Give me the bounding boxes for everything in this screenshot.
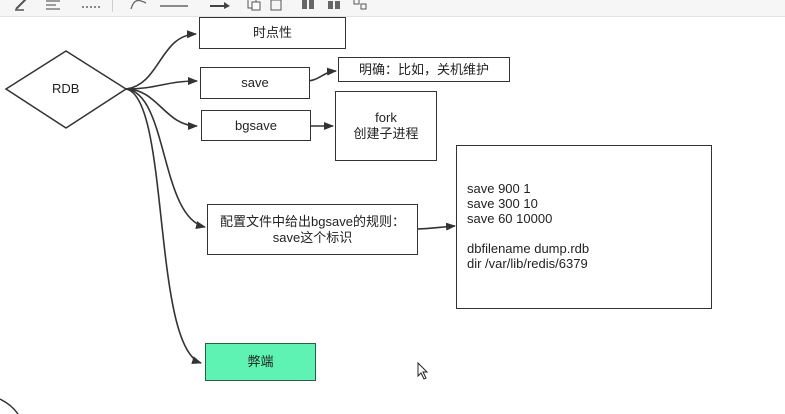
pen-icon[interactable] [14, 0, 30, 11]
dots-icon[interactable] [80, 0, 102, 11]
config-line: save 300 10 [467, 196, 538, 211]
config-line: dir /var/lib/redis/6379 [467, 256, 588, 271]
config-line: save 60 10000 [467, 211, 553, 226]
config-line: save 900 1 [467, 181, 531, 196]
node-fork-label: fork 创建子进程 [353, 110, 419, 141]
node-point-in-time[interactable]: 时点性 [199, 17, 346, 49]
node-bgsave-label: bgsave [235, 117, 277, 133]
edge-to-save [125, 77, 198, 90]
node-fork[interactable]: fork 创建子进程 [335, 91, 437, 161]
node-config-rule-label: 配置文件中给出bgsave的规则： save这个标识 [220, 213, 405, 245]
mouse-pointer-icon [417, 362, 429, 380]
align-icon[interactable] [44, 0, 62, 11]
edge-rule-to-config [416, 222, 456, 231]
config-line: dbfilename dump.rdb [467, 241, 590, 256]
edge-to-drawbacks [125, 88, 202, 364]
copy-icon[interactable] [246, 0, 262, 11]
node-drawbacks[interactable]: 弊端 [205, 343, 316, 381]
node-save-note[interactable]: 明确：比如，关机维护 [338, 57, 510, 82]
edge-to-bgsave [125, 88, 198, 130]
connector-layer [4, 30, 456, 364]
edge-to-point-in-time [125, 30, 197, 90]
node-save-note-label: 明确：比如，关机维护 [358, 61, 489, 77]
node-drawbacks-label: 弊端 [247, 354, 274, 369]
node-point-in-time-label: 时点性 [252, 25, 292, 40]
node-save-label: save [241, 75, 269, 90]
connector-icon[interactable] [128, 0, 148, 11]
partial-shape-edge [0, 398, 19, 414]
line-style-icon[interactable] [158, 0, 190, 11]
rdb-label: RDB [52, 81, 80, 96]
group-icon[interactable] [300, 0, 316, 11]
diagram-canvas[interactable]: RDB 时点性 save 明确：比如，关机维护 bgsave fork 创建子进… [0, 17, 785, 414]
paste-icon[interactable] [268, 0, 284, 11]
node-config-rule[interactable]: 配置文件中给出bgsave的规则： save这个标识 [207, 204, 418, 255]
rdb-diamond[interactable] [4, 50, 128, 129]
align-top-icon[interactable] [326, 0, 342, 11]
ungroup-icon[interactable] [352, 0, 368, 11]
config-line [467, 226, 711, 241]
edge-to-config-rule [125, 88, 206, 229]
node-config-file[interactable]: save 900 1 save 300 10 save 60 10000 dbf… [456, 145, 712, 309]
arrow-style-icon[interactable] [208, 0, 232, 11]
toolbar [0, 0, 785, 17]
node-save[interactable]: save [200, 67, 310, 99]
node-bgsave[interactable]: bgsave [201, 110, 311, 141]
